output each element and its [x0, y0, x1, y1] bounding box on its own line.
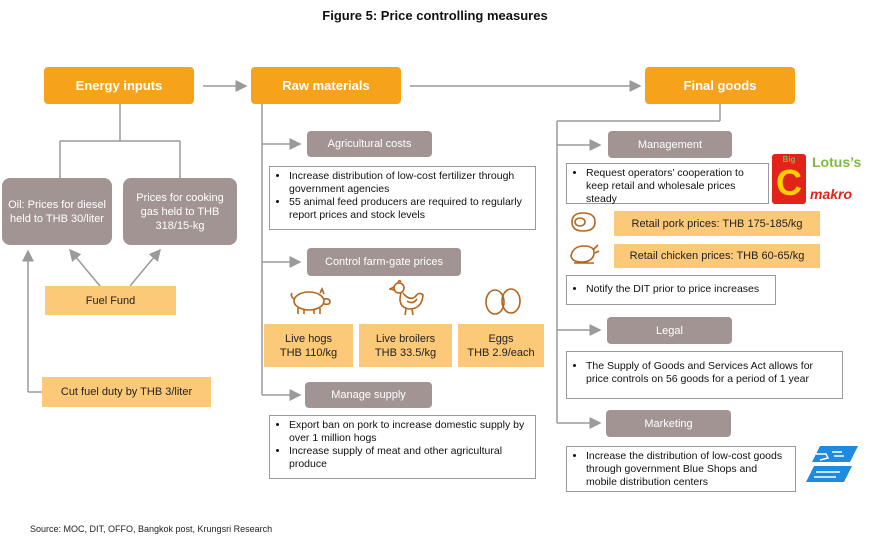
eggs-name: Eggs: [488, 332, 514, 345]
oil-price-box: Oil: Prices for diesel held to THB 30/li…: [2, 178, 112, 245]
big-c-logo: Big C: [772, 154, 806, 204]
legal-label: Legal: [607, 317, 732, 344]
meat-icon: [571, 212, 596, 232]
list-item: 55 animal feed producers are required to…: [289, 196, 529, 222]
header-raw-materials: Raw materials: [251, 67, 401, 104]
makro-logo: makro: [810, 186, 853, 202]
source-note: Source: MOC, DIT, OFFO, Bangkok post, Kr…: [30, 524, 273, 534]
list-item: Increase the distribution of low-cost go…: [586, 450, 789, 489]
marketing-label: Marketing: [606, 410, 731, 437]
header-energy-inputs: Energy inputs: [44, 67, 194, 104]
broilers-price: THB 33.5/kg: [374, 346, 437, 359]
hogs-price: THB 110/kg: [279, 346, 338, 359]
management-list: Request operators’ cooperation to keep r…: [566, 163, 769, 206]
eggs-icon: [485, 288, 521, 315]
chicken-icon: [389, 279, 424, 316]
marketing-list: Increase the distribution of low-cost go…: [566, 446, 796, 492]
fuel-fund-box: Fuel Fund: [45, 286, 176, 315]
list-item: Request operators’ cooperation to keep r…: [586, 167, 762, 206]
agricultural-costs-label: Agricultural costs: [307, 131, 432, 157]
gas-price-box: Prices for cooking gas held to THB 318/1…: [123, 178, 237, 245]
list-item: Increase distribution of low-cost fertil…: [289, 170, 529, 196]
lotus-logo: Lotus’s: [812, 154, 862, 170]
notify-list: Notify the DIT prior to price increases: [566, 275, 776, 305]
roast-chicken-icon: [570, 244, 600, 264]
farm-gate-label: Control farm-gate prices: [307, 248, 461, 276]
retail-pork-price-box: Retail pork prices: THB 175-185/kg: [614, 211, 820, 236]
list-item: Increase supply of meat and other agricu…: [289, 445, 529, 471]
list-item: Export ban on pork to increase domestic …: [289, 419, 529, 445]
list-item: Notify the DIT prior to price increases: [586, 283, 769, 296]
broilers-name: Live broilers: [375, 332, 436, 345]
pig-icon: [290, 287, 331, 314]
header-final-goods: Final goods: [645, 67, 795, 104]
blue-shop-logo: [806, 446, 858, 482]
retail-chicken-price-box: Retail chicken prices: THB 60-65/kg: [614, 244, 820, 268]
management-label: Management: [608, 131, 732, 158]
manage-supply-label: Manage supply: [305, 382, 432, 408]
hogs-name: Live hogs: [284, 332, 333, 345]
page-title: Figure 5: Price controlling measures: [322, 8, 548, 23]
eggs-price: THB 2.9/each: [467, 346, 535, 359]
agricultural-costs-list: Increase distribution of low-cost fertil…: [269, 166, 536, 230]
legal-list: The Supply of Goods and Services Act all…: [566, 351, 843, 399]
list-item: The Supply of Goods and Services Act all…: [586, 360, 836, 386]
big-c-logo-text: Big: [782, 155, 796, 164]
fuel-duty-box: Cut fuel duty by THB 3/liter: [42, 377, 211, 407]
manage-supply-list: Export ban on pork to increase domestic …: [269, 415, 536, 479]
big-c-logo-letter: C: [776, 162, 802, 203]
